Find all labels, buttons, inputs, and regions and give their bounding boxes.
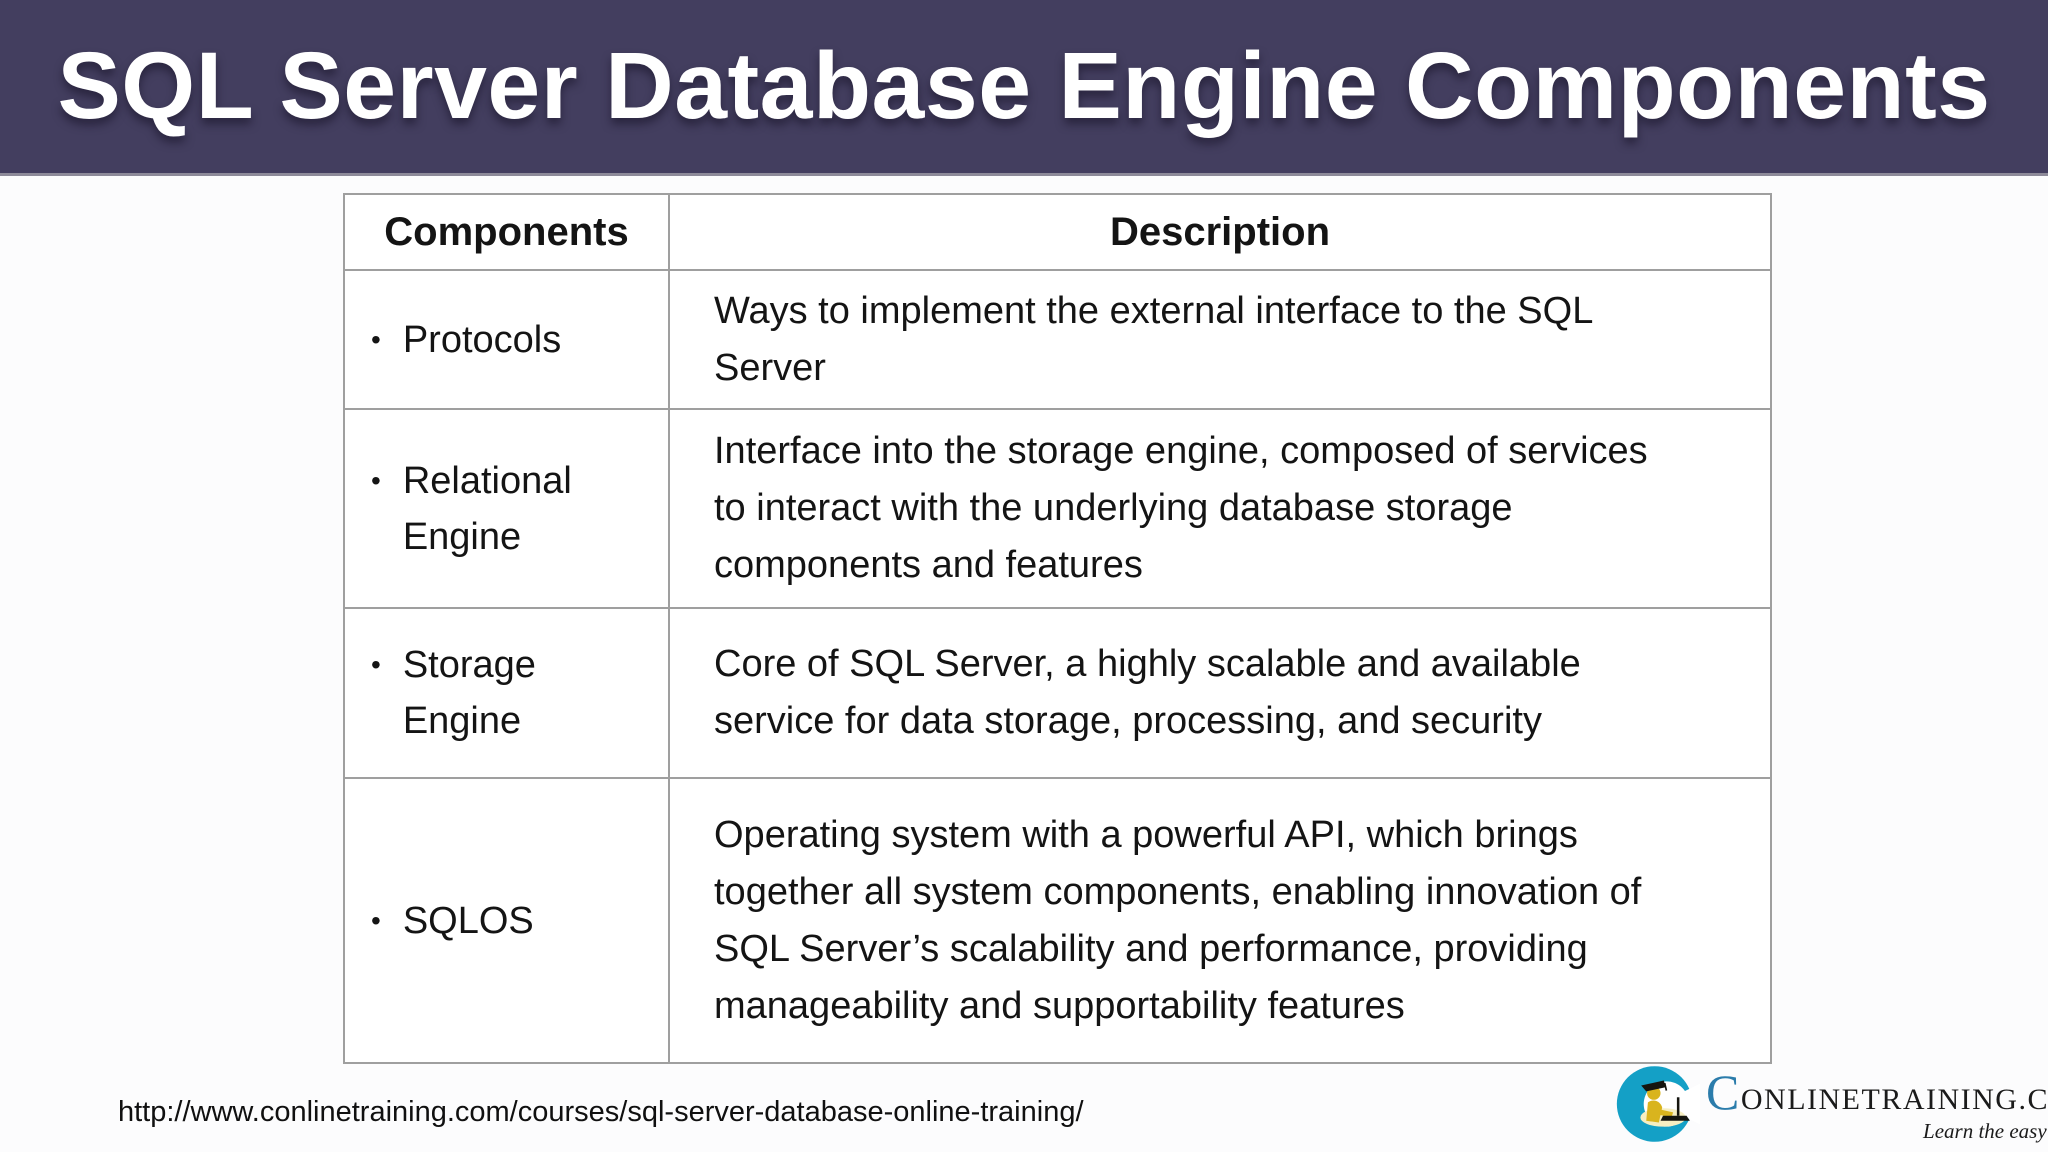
table-row: • Protocols Ways to implement the extern… [343, 269, 1772, 410]
column-header-description: Description [668, 193, 1772, 271]
component-cell: • SQLOS [343, 777, 670, 1064]
brand-rest: ONLINETRAINING.COM [1740, 1083, 2048, 1116]
bullet-icon: • [371, 904, 381, 936]
component-description: Interface into the storage engine, compo… [668, 408, 1772, 609]
column-header-components: Components [343, 193, 670, 271]
title-bar: SQL Server Database Engine Components [0, 0, 2048, 176]
component-description: Ways to implement the external interface… [668, 269, 1772, 410]
table-row: • SQLOS Operating system with a powerful… [343, 777, 1772, 1064]
brand-initial: C [1706, 1064, 1741, 1120]
component-label: Storage Engine [402, 644, 536, 742]
component-label: Relational Engine [402, 459, 572, 558]
brand-tagline: Learn the easy way... [1923, 1119, 2048, 1143]
component-description: Operating system with a powerful API, wh… [668, 777, 1772, 1064]
brand-logo: CONLINETRAINING.COM Learn the easy way..… [1616, 1062, 2048, 1151]
component-cell: • Protocols [343, 269, 670, 410]
source-url: http://www.conlinetraining.com/courses/s… [118, 1096, 1084, 1128]
component-label: Protocols [402, 318, 562, 361]
bullet-icon: • [371, 323, 381, 355]
table-row: • Storage Engine Core of SQL Server, a h… [343, 607, 1772, 779]
brand-name: CONLINETRAINING.COM [1706, 1067, 2048, 1118]
table-row: • Relational Engine Interface into the s… [343, 408, 1772, 609]
component-cell: • Storage Engine [343, 607, 670, 779]
component-description: Core of SQL Server, a highly scalable an… [668, 607, 1772, 779]
components-table: Components Description • Protocols Ways … [343, 193, 1772, 1064]
bullet-icon: • [371, 464, 381, 496]
page-title: SQL Server Database Engine Components [57, 33, 1991, 139]
component-cell: • Relational Engine [343, 408, 670, 609]
component-label: SQLOS [402, 899, 534, 942]
logo-text: CONLINETRAINING.COM Learn the easy way..… [1706, 1062, 2048, 1144]
logo-mark-icon [1616, 1062, 1704, 1151]
table-header-row: Components Description [343, 193, 1772, 271]
bullet-icon: • [371, 649, 381, 680]
